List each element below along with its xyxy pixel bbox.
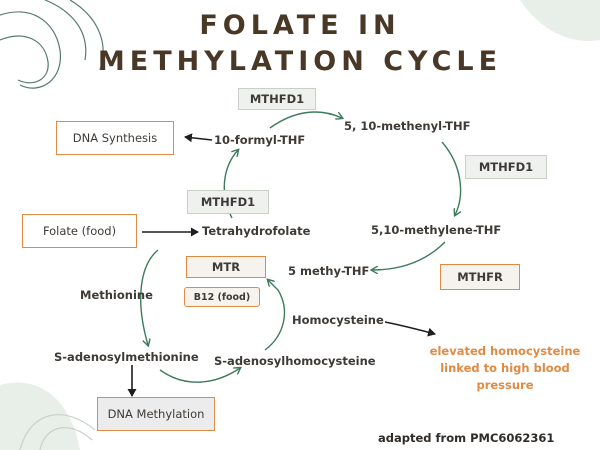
box-dna-methylation: DNA Methylation xyxy=(97,397,215,431)
label-5-10-methenyl-thf: 5, 10-methenyl-THF xyxy=(344,119,471,133)
box-folate-food: Folate (food) xyxy=(22,214,137,248)
title-line-1: FOLATE IN xyxy=(199,10,401,41)
label-methionine: Methionine xyxy=(80,288,153,302)
label-homocysteine: Homocysteine xyxy=(292,313,384,327)
arrow-methylene-to-methyl xyxy=(372,241,446,270)
label-tetrahydrofolate: Tetrahydrofolate xyxy=(202,224,311,238)
enzyme-mtr: MTR xyxy=(186,256,266,278)
arrow-formyl-to-methenyl xyxy=(269,111,342,129)
title-line-2: METHYLATION CYCLE xyxy=(97,46,503,77)
enzyme-mthfd1-mid: MTHFD1 xyxy=(187,190,269,214)
enzyme-mthfd1-top: MTHFD1 xyxy=(238,88,316,110)
note-line-2: linked to high blood pressure xyxy=(440,361,570,392)
arrow-sam-to-sah xyxy=(159,368,240,383)
label-s-adenosylhomocysteine: S-adenosylhomocysteine xyxy=(214,354,376,368)
arrow-thf-to-methionine xyxy=(140,249,159,345)
box-dna-synthesis: DNA Synthesis xyxy=(56,121,174,155)
enzyme-mthfd1-right: MTHFD1 xyxy=(465,155,547,179)
cofactor-b12: B12 (food) xyxy=(184,287,260,307)
enzyme-mthfr: MTHFR xyxy=(440,264,520,290)
arrow-sah-to-mtr xyxy=(264,280,286,351)
label-5-10-methylene-thf: 5,10-methylene-THF xyxy=(371,223,502,237)
note-line-1: elevated homocysteine xyxy=(429,344,581,358)
label-s-adenosylmethionine: S-adenosylmethionine xyxy=(54,350,199,364)
arrow-methenyl-to-methylene xyxy=(441,141,461,215)
source-credit: adapted from PMC6062361 xyxy=(378,431,555,445)
arrow-homocysteine-to-note xyxy=(384,321,436,337)
arrow-formyl-to-dna-synthesis xyxy=(184,133,213,143)
label-5-methyl-thf: 5 methy-THF xyxy=(288,264,370,278)
note-elevated-homocysteine: elevated homocysteine linked to high blo… xyxy=(410,343,600,394)
label-10-formyl-thf: 10-formyl-THF xyxy=(214,133,306,147)
